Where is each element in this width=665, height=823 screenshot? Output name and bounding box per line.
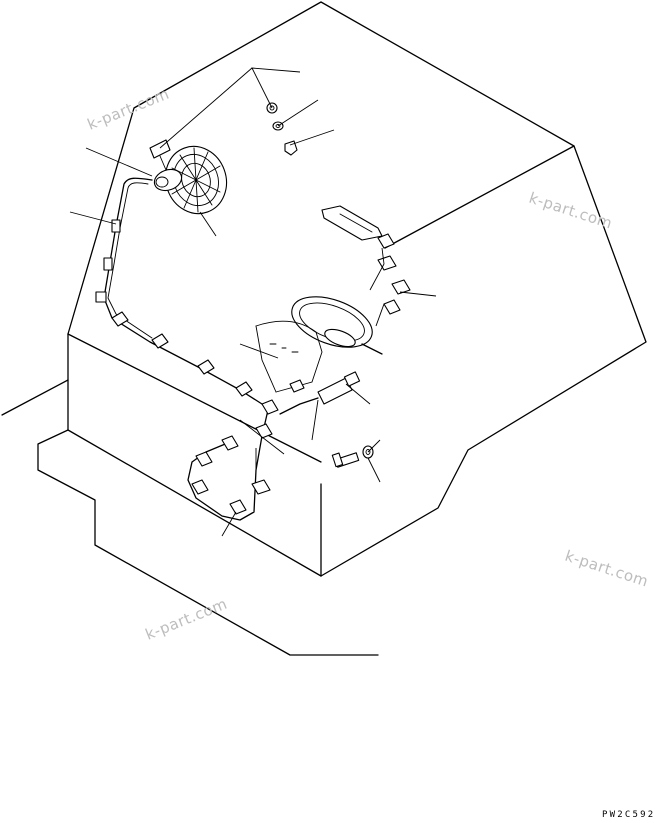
fasteners-top [266,102,298,156]
cab-fan [149,139,228,215]
switch-connector [279,371,361,415]
watermark-4: k-part.com [143,595,230,644]
watermark-2: k-part.com [527,189,615,233]
harness-lower [187,399,279,521]
leader-lines [69,67,437,537]
cab-outline [1,1,647,656]
drawing-code: PW2C592 [602,810,655,820]
watermark-3: k-part.com [563,547,651,591]
bolt-and-washer [331,445,374,468]
harness-left [95,177,269,411]
right-brackets [321,205,411,315]
steering-wheel [255,296,383,393]
